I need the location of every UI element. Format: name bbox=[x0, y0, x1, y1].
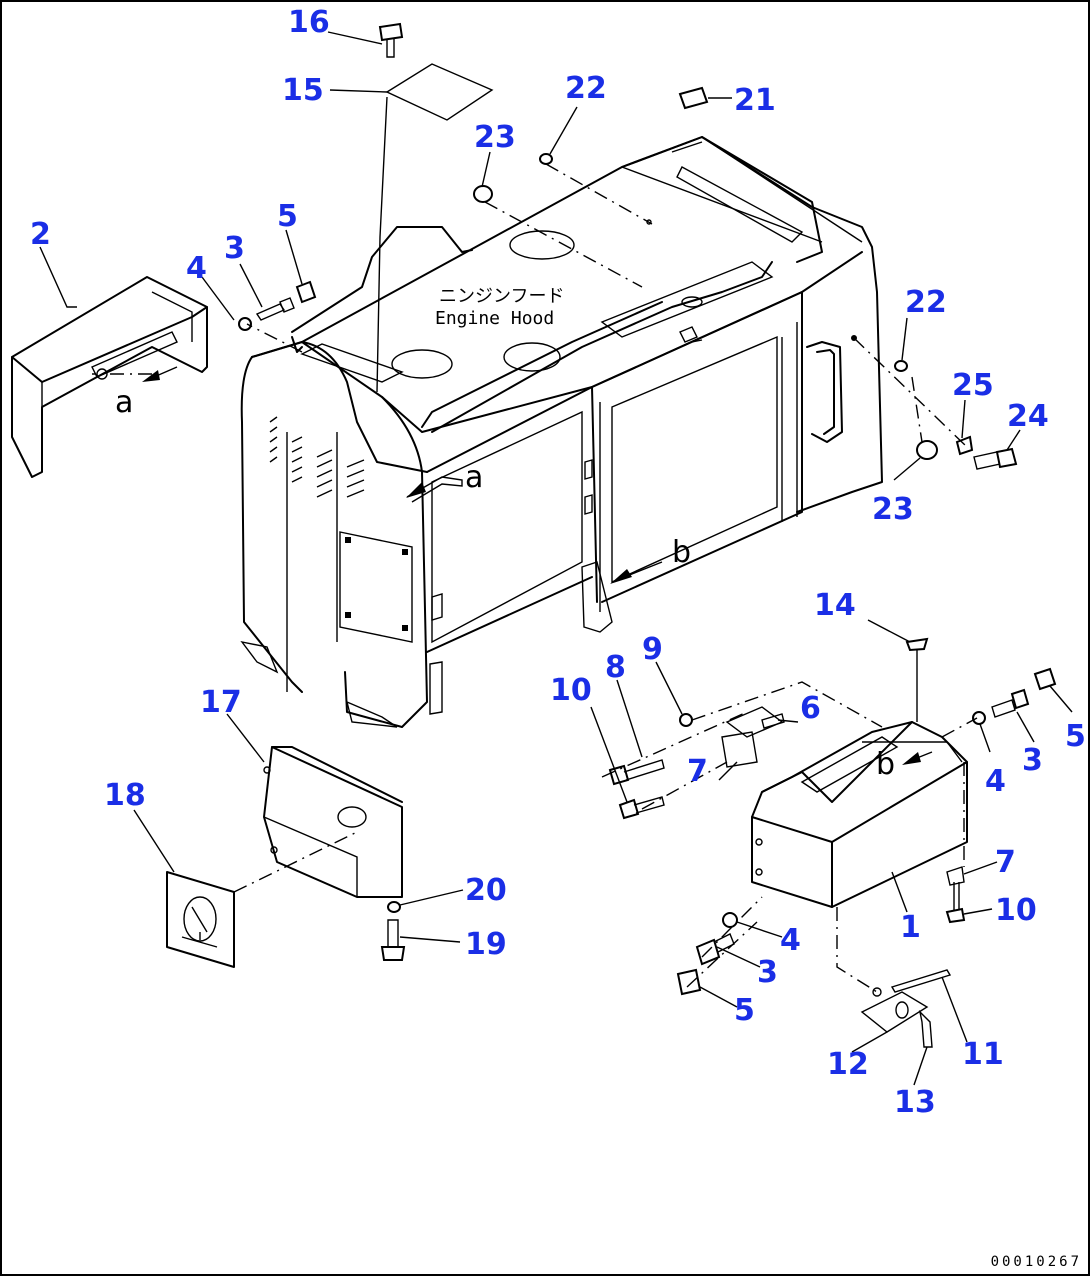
view-arrow-a-cover bbox=[142, 366, 178, 382]
clip-part-11 bbox=[890, 969, 952, 993]
callout-12: 12 bbox=[827, 1047, 869, 1082]
callout-16: 16 bbox=[288, 5, 330, 40]
bracket-part-6 bbox=[725, 706, 785, 738]
callout-11: 11 bbox=[962, 1037, 1004, 1072]
plate-part-12 bbox=[860, 991, 929, 1033]
nut-part-5-left bbox=[295, 280, 317, 304]
spring-part-13 bbox=[918, 1009, 933, 1048]
nut-part-5-lower bbox=[676, 968, 702, 996]
callout-22-right: 22 bbox=[905, 285, 947, 320]
callout-10-left: 10 bbox=[550, 673, 592, 708]
grommet-part-23-right bbox=[916, 440, 938, 460]
callout-19: 19 bbox=[465, 927, 507, 962]
hood-label-english: Engine Hood bbox=[435, 308, 554, 329]
cap-part-21 bbox=[678, 86, 709, 110]
view-arrow-b-hood bbox=[610, 561, 663, 584]
callout-15: 15 bbox=[282, 73, 324, 108]
callout-5-lower: 5 bbox=[734, 993, 755, 1028]
cover-part-1 bbox=[751, 721, 968, 908]
bolt-part-3-lower bbox=[695, 933, 735, 966]
callout-7-lower: 7 bbox=[995, 845, 1016, 880]
callout-6: 6 bbox=[800, 691, 821, 726]
washer-part-9 bbox=[679, 713, 693, 727]
washer-part-4-right bbox=[972, 711, 986, 725]
callout-1: 1 bbox=[900, 910, 921, 945]
engine-hood bbox=[240, 136, 883, 728]
callout-23-right: 23 bbox=[872, 492, 914, 527]
grommet-part-23-top bbox=[473, 185, 493, 203]
callout-18: 18 bbox=[104, 778, 146, 813]
nut-part-22-top bbox=[539, 153, 553, 165]
hood-label-japanese: ニンジンフード bbox=[439, 286, 564, 307]
callout-20: 20 bbox=[465, 873, 507, 908]
callout-2: 2 bbox=[30, 217, 51, 252]
bolt-part-24 bbox=[973, 447, 1018, 470]
document-id: 00010267 bbox=[990, 1254, 1082, 1270]
callout-5-left: 5 bbox=[277, 199, 298, 234]
callout-17: 17 bbox=[200, 685, 242, 720]
callout-3-lower: 3 bbox=[757, 955, 778, 990]
callout-9: 9 bbox=[642, 632, 663, 667]
pin-part-14 bbox=[905, 637, 929, 722]
callout-21: 21 bbox=[734, 83, 776, 118]
view-arrow-a-hood bbox=[406, 476, 463, 503]
callout-25: 25 bbox=[952, 368, 994, 403]
bolt-part-19 bbox=[380, 919, 406, 961]
bolt-part-10-left bbox=[618, 796, 665, 820]
callout-10-right: 10 bbox=[995, 893, 1037, 928]
view-marker-a-cover: a bbox=[115, 385, 133, 420]
bolt-part-3-left bbox=[255, 297, 295, 321]
bolt-part-16 bbox=[378, 22, 404, 58]
cover-part-17 bbox=[263, 746, 403, 898]
callout-13: 13 bbox=[894, 1085, 936, 1120]
callout-24: 24 bbox=[1007, 399, 1049, 434]
washer-part-4-left bbox=[238, 317, 252, 331]
view-marker-b-hood: b bbox=[672, 535, 691, 570]
plate-part-15 bbox=[385, 63, 494, 121]
leader-lines bbox=[39, 31, 1073, 1086]
gauge-panel-part-18 bbox=[166, 871, 235, 968]
callout-4-left: 4 bbox=[186, 251, 207, 286]
washer-part-4-lower bbox=[722, 912, 738, 928]
nut-part-22-right bbox=[894, 360, 908, 372]
callout-5-right: 5 bbox=[1065, 719, 1086, 754]
cover-part-2 bbox=[11, 276, 208, 478]
washer-part-20 bbox=[387, 901, 401, 913]
callout-7-upper: 7 bbox=[687, 754, 708, 789]
view-arrow-b-cover bbox=[902, 751, 933, 765]
callout-22-top: 22 bbox=[565, 71, 607, 106]
callout-23-top: 23 bbox=[474, 120, 516, 155]
callout-8: 8 bbox=[605, 650, 626, 685]
callout-3-left: 3 bbox=[224, 231, 245, 266]
callout-3-right: 3 bbox=[1022, 743, 1043, 778]
nut-part-5-right bbox=[1033, 667, 1057, 691]
callout-4-right: 4 bbox=[985, 764, 1006, 799]
bracket-part-7-upper bbox=[721, 731, 758, 768]
bolt-part-3-right bbox=[991, 688, 1030, 718]
grille-vents bbox=[269, 416, 365, 498]
callout-4-lower: 4 bbox=[780, 923, 801, 958]
view-marker-a-hood: a bbox=[465, 460, 483, 495]
view-marker-b-cover: b bbox=[876, 747, 895, 782]
bolt-part-10-right bbox=[945, 882, 966, 924]
callout-14: 14 bbox=[814, 588, 856, 623]
bracket-part-7-lower bbox=[946, 866, 965, 886]
